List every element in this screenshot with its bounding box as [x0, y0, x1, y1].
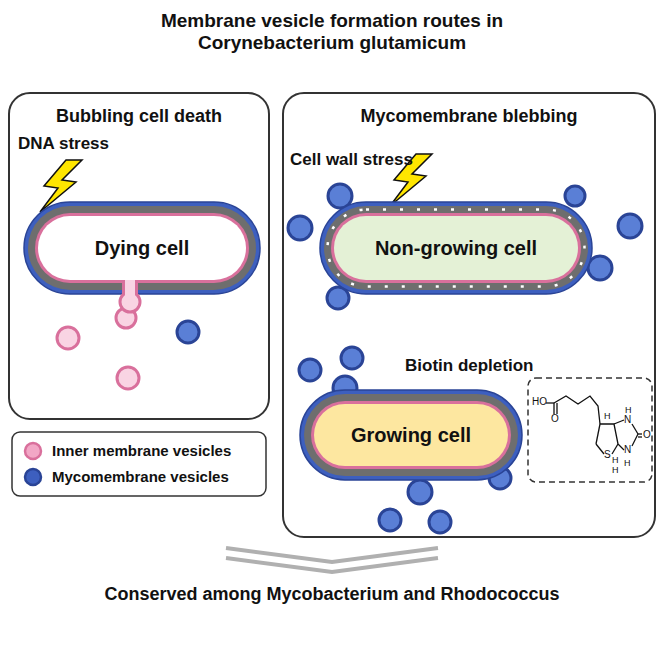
chevron — [226, 558, 438, 572]
cell-label: Growing cell — [318, 424, 504, 447]
atom-label: HO — [532, 397, 547, 407]
panel-heading: Mycomembrane blebbing — [290, 106, 648, 127]
legend-text: Mycomembrane vesicles — [52, 468, 229, 485]
atom-label: H — [625, 406, 632, 415]
cell-label: Non-growing cell — [338, 237, 574, 260]
caption: Conserved among Mycobacterium and Rhodoc… — [10, 584, 654, 605]
stress-label: Biotin depletion — [405, 356, 533, 376]
biotin-box — [528, 378, 652, 482]
stress-label: Cell wall stress — [290, 150, 413, 170]
atom-label: H — [604, 412, 611, 421]
legend-row: Mycomembrane vesicles — [22, 466, 229, 488]
biotin-structure — [546, 396, 642, 454]
stress-label: DNA stress — [18, 134, 109, 154]
atom-label: S — [604, 450, 611, 460]
title: Membrane vesicle formation routes in Cor… — [112, 10, 552, 54]
cell-shape: Dying cell — [24, 202, 260, 294]
cell-shape: Growing cell — [300, 390, 522, 480]
atom-label: H — [624, 459, 631, 468]
legend-row: Inner membrane vesicles — [22, 440, 231, 462]
legend-swatch — [22, 466, 44, 488]
cell-label: Dying cell — [42, 237, 242, 260]
atom-label: H — [612, 466, 619, 475]
atom-label: O — [643, 430, 651, 440]
atom-label: O — [551, 414, 559, 424]
inner-membrane-vesicles — [57, 308, 139, 389]
legend-swatch — [22, 440, 44, 462]
atom-label: H — [612, 456, 619, 465]
panel-heading: Bubbling cell death — [16, 106, 262, 127]
legend-text: Inner membrane vesicles — [52, 442, 231, 459]
cell-shape: Non-growing cell — [320, 202, 592, 294]
chevron — [226, 548, 438, 562]
legend-frame — [12, 432, 266, 496]
atom-label: N — [624, 445, 631, 455]
atom-label: N — [624, 415, 631, 425]
